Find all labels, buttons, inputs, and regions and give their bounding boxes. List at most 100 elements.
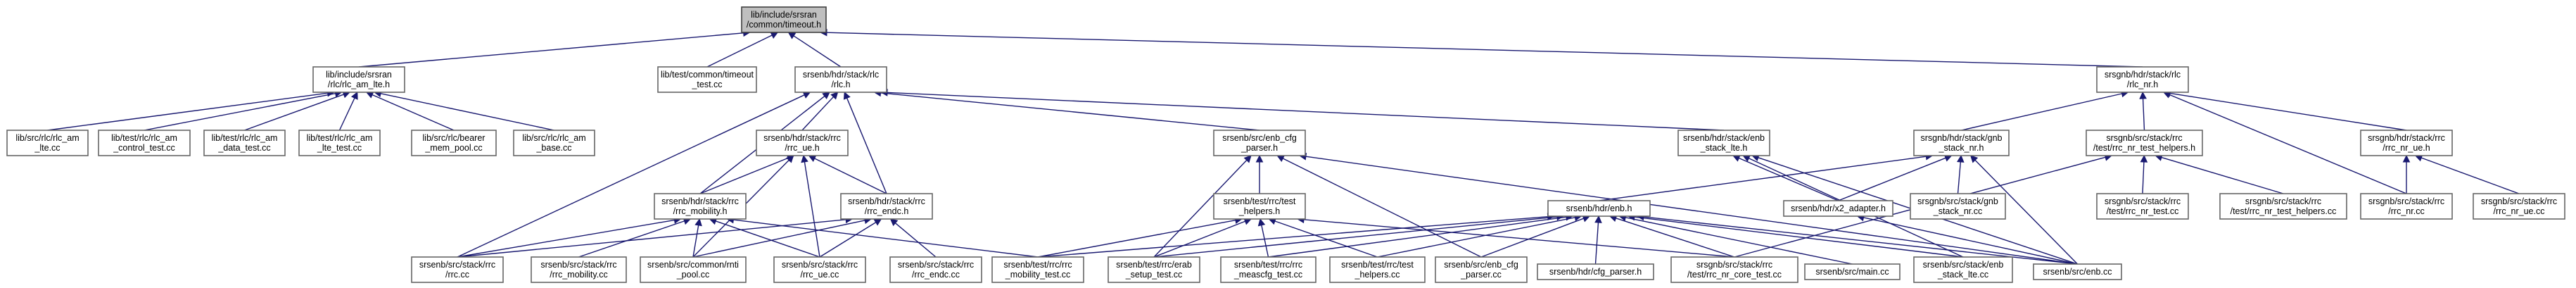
edge-rrc-nr-ue-cc-to-rrc-nr-ue-h (2421, 157, 2520, 194)
node-label-line: lib/test/rlc/rlc_am (212, 133, 278, 143)
node-label-line: srsenb/hdr/stack/rrc (848, 196, 925, 206)
node-label-line: srsenb/hdr/stack/rrc (661, 196, 739, 206)
graph-nodes: lib/include/srsran/common/timeout.h lib/i… (6, 6, 2565, 283)
node-box (411, 130, 497, 156)
edge-test-helpers-cc-to-test-helpers-h (1274, 220, 1378, 258)
node-timeout-h[interactable]: lib/include/srsran/common/timeout.h (741, 6, 827, 33)
node-enb-h[interactable]: srsenb/hdr/enb.h (1547, 200, 1651, 217)
node-box (1910, 193, 2006, 220)
node-label-line: srsenb/test/rrc/rrc (1234, 260, 1302, 270)
node-label-line: srsgnb/src/stack/rrc (2245, 196, 2321, 206)
node-box (1677, 130, 1770, 156)
node-bearer-mem-pool[interactable]: lib/src/rlc/bearer_mem_pool.cc (411, 130, 497, 156)
edge-gnb-stack-nr-h-to-rlc-nr-h (1961, 93, 2122, 131)
arrowhead (889, 218, 899, 227)
node-rrc-nr-cc[interactable]: srsgnb/src/stack/rrc/rrc_nr.cc (2360, 193, 2453, 220)
node-rrc-nr-core-test[interactable]: srsgnb/src/stack/rrc/test/rrc_nr_core_te… (1670, 256, 1798, 283)
arrowhead (787, 32, 797, 39)
node-rrc-endc-cc[interactable]: srsenb/src/stack/rrc/rrc_endc.cc (889, 256, 982, 283)
node-test-helpers-h[interactable]: srsenb/test/rrc/test_helpers.h (1213, 193, 1306, 220)
node-rrc-ue-cc[interactable]: srsenb/src/stack/rrc/rrc_ue.cc (773, 256, 866, 283)
edge-rrc-mobility-h-to-rrc-ue-h (699, 157, 789, 194)
node-cfg-parser-h[interactable]: srsenb/hdr/cfg_parser.h (1537, 263, 1654, 280)
node-rrc-endc-h[interactable]: srsenb/hdr/stack/rrc/rrc_endc.h (840, 193, 933, 220)
node-rrc-mobility-test[interactable]: srsenb/test/rrc/rrc_mobility_test.cc (991, 256, 1084, 283)
node-rlc-am-control-test[interactable]: lib/test/rlc/rlc_am_control_test.cc (98, 130, 191, 156)
node-box (1435, 256, 1528, 283)
node-rrc-mobility-cc[interactable]: srsenb/src/stack/rrc/rrc_mobility.cc (531, 256, 627, 283)
arrowhead (808, 155, 817, 162)
arrowhead (786, 155, 794, 163)
node-enb-cfg-parser-h[interactable]: srsenb/src/enb_cfg_parser.h (1213, 130, 1306, 156)
node-rrc-meascfg-test[interactable]: srsenb/test/rrc/rrc_meascfg_test.cc (1220, 256, 1316, 283)
node-label-line: srsenb/hdr/stack/enb (1683, 133, 1765, 143)
edge-enb-cc-to-gnb-stack-nr-h (1974, 159, 2078, 265)
node-label-line: srsenb/hdr/enb.h (1566, 204, 1632, 213)
edge-enb-cfg-parser-h-to-rlc-h (880, 92, 1260, 131)
node-label-line: /rrc_nr_ue.cc (2494, 206, 2545, 216)
node-label-line: srsenb/src/main.cc (1815, 267, 1889, 277)
node-label-line: srsgnb/hdr/stack/rlc (2105, 70, 2181, 80)
node-rrc-nr-test-helpers-h[interactable]: srsgnb/src/stack/rrc/test/rrc_nr_test_he… (2086, 130, 2203, 156)
arrowhead (802, 92, 811, 99)
node-rlc-am-data-test[interactable]: lib/test/rlc/rlc_am_data_test.cc (203, 130, 286, 156)
node-label-line: srsgnb/hdr/stack/gnb (1920, 133, 2002, 143)
node-box (312, 66, 405, 93)
node-rlc-h[interactable]: srsenb/hdr/stack/rlc/rlc.h (794, 66, 887, 93)
node-rrc-mobility-h[interactable]: srsenb/hdr/stack/rrc/rrc_mobility.h (654, 193, 747, 220)
node-box (773, 256, 866, 283)
node-enb-cfg-parser-cc[interactable]: srsenb/src/enb_cfg_parser.cc (1435, 256, 1528, 283)
edge-rrc-cc-to-rlc-h (457, 94, 805, 258)
node-label-line: srsenb/src/enb.cc (2043, 267, 2112, 277)
edge-x2-adapter-h-to-enb-stack-lte-h (1738, 157, 1839, 201)
node-enb-stack-lte-h[interactable]: srsenb/hdr/stack/enb_stack_lte.h (1677, 130, 1770, 156)
edge-rrc-nr-core-test-to-test-helpers-h (1303, 219, 1735, 258)
edge-timeout-test-to-timeout-h (706, 35, 773, 68)
arrowhead (2402, 154, 2411, 163)
node-rlc-nr-h[interactable]: srsgnb/hdr/stack/rlc/rlc_nr.h (2096, 66, 2189, 93)
node-rrc-nr-ue-h[interactable]: srsgnb/hdr/stack/rrc/rrc_nr_ue.h (2360, 130, 2453, 156)
edge-rlc-am-control-test-to-rlc-am-lte-h (144, 93, 336, 131)
node-label-line: _control_test.cc (113, 143, 175, 153)
node-main-cc[interactable]: srsenb/src/main.cc (1804, 263, 1901, 280)
node-rrc-nr-test-helpers-cc[interactable]: srsgnb/src/stack/rrc/test/rrc_nr_test_he… (2219, 193, 2347, 220)
node-timeout-test[interactable]: lib/test/common/timeout_test.cc (657, 66, 757, 93)
node-gnb-stack-nr-h[interactable]: srsgnb/hdr/stack/gnb_stack_nr.h (1913, 130, 2010, 156)
node-erab-setup-test[interactable]: srsenb/test/rrc/erab_setup_test.cc (1108, 256, 1200, 283)
edge-rrc-nr-core-test-to-enb-h (1616, 218, 1735, 258)
node-label-line: _lte_test.cc (317, 143, 362, 153)
node-box (1670, 256, 1798, 283)
node-test-helpers-cc[interactable]: srsenb/test/rrc/test_helpers.cc (1329, 256, 1426, 283)
node-enb-stack-lte-cc[interactable]: srsenb/src/stack/enb_stack_lte.cc (1913, 256, 2013, 283)
node-rrc-nr-ue-cc[interactable]: srsgnb/src/stack/rrc/rrc_nr_ue.cc (2473, 193, 2565, 220)
node-rlc-am-lte-cc[interactable]: lib/src/rlc/rlc_am_lte.cc (6, 130, 89, 156)
edge-rrc-meascfg-test-to-enb-h (1268, 216, 1567, 258)
node-box (203, 130, 286, 156)
edge-rrc-endc-h-to-rrc-ue-h (814, 158, 887, 194)
node-gnb-stack-nr-cc[interactable]: srsgnb/src/stack/gnb_stack_nr.cc (1910, 193, 2006, 220)
edge-rrc-mobility-test-to-enb-h (1037, 216, 1548, 258)
node-label-line: srsenb/test/rrc/test (1341, 260, 1414, 270)
node-label-line: srsenb/hdr/x2_adapter.h (1791, 204, 1886, 213)
node-rlc-am-lte-test[interactable]: lib/test/rlc/rlc_am_lte_test.cc (298, 130, 381, 156)
node-rrc-ue-h[interactable]: srsenb/hdr/stack/rrc/rrc_ue.h (756, 130, 849, 156)
node-label-line: srsgnb/src/stack/rrc (2368, 196, 2444, 206)
node-box (513, 130, 595, 156)
arrowhead (2140, 154, 2148, 163)
edge-enb-cc-to-enb-h (1643, 216, 2078, 265)
edge-rlc-am-data-test-to-rlc-am-lte-h (244, 94, 344, 131)
node-rlc-am-lte-h[interactable]: lib/include/srsran/rlc/rlc_am_lte.h (312, 66, 405, 93)
node-rlc-am-base[interactable]: lib/src/rlc/rlc_am_base.cc (513, 130, 595, 156)
arrowhead (694, 218, 702, 227)
node-rrc-cc[interactable]: srsenb/src/stack/rrc/rrc.cc (411, 256, 504, 283)
edge-rnti-pool-cc-to-rrc-mobility-h (692, 225, 699, 258)
node-box (640, 256, 747, 283)
edge-rrc-nr-test-cc-to-rrc-nr-test-helpers-h (2142, 161, 2145, 194)
node-x2-adapter-h[interactable]: srsenb/hdr/x2_adapter.h (1783, 200, 1893, 217)
edge-gnb-stack-nr-cc-to-gnb-stack-nr-h (1957, 161, 1962, 194)
node-box (2360, 130, 2453, 156)
node-rrc-nr-test-cc[interactable]: srsgnb/src/stack/rrc/test/rrc_nr_test.cc (2096, 193, 2189, 220)
node-enb-cc[interactable]: srsenb/src/enb.cc (2033, 263, 2122, 280)
node-box (840, 193, 933, 220)
node-rnti-pool-cc[interactable]: srsenb/src/common/rnti_pool.cc (640, 256, 747, 283)
